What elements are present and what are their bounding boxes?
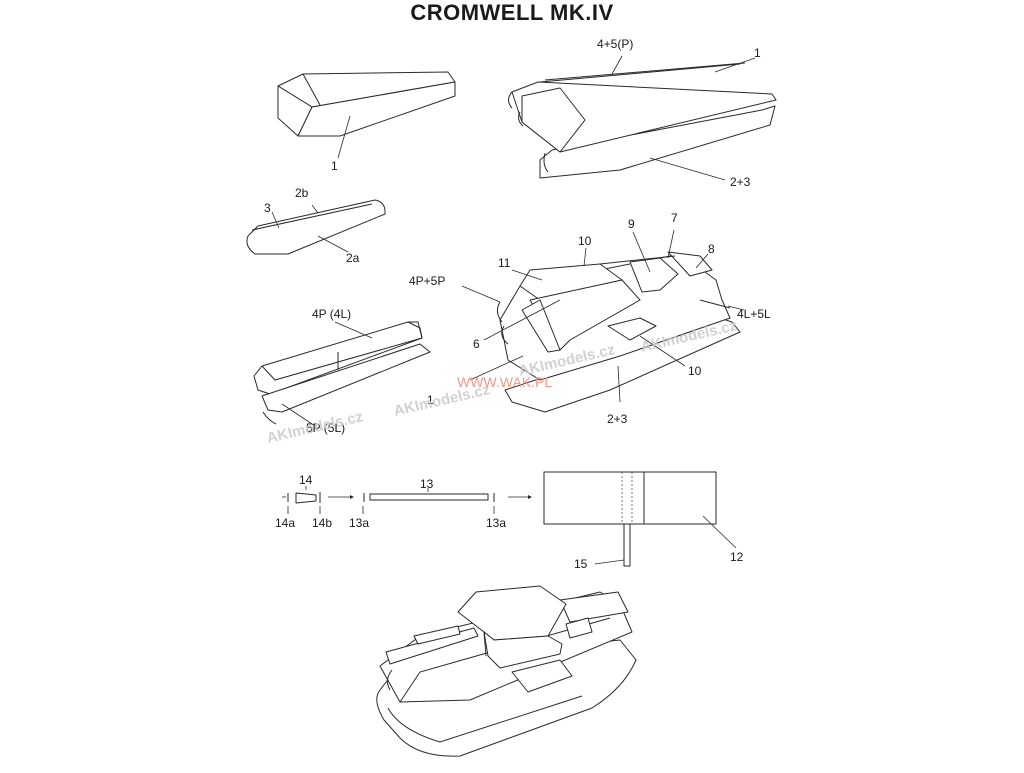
hull-assembly-drawing bbox=[508, 55, 777, 181]
part-1-drawing bbox=[277, 71, 456, 159]
part-2-3-drawing bbox=[246, 199, 386, 255]
label-11: 11 bbox=[498, 256, 511, 270]
watermark-wak: WWW.WAK.PL bbox=[457, 374, 552, 390]
label-13a-1: 13a bbox=[349, 516, 369, 530]
label-2-3-a: 2+3 bbox=[730, 175, 751, 189]
central-hull-drawing bbox=[461, 229, 745, 413]
label-2b: 2b bbox=[295, 186, 309, 200]
label-15: 15 bbox=[574, 557, 588, 571]
label-4-5p: 4+5(P) bbox=[597, 37, 633, 51]
page-title: CROMWELL MK.IV bbox=[410, 0, 614, 25]
gun-barrel-drawing bbox=[282, 486, 532, 514]
label-12: 12 bbox=[730, 550, 744, 564]
label-4p-5p: 4P+5P bbox=[409, 274, 445, 288]
label-1-a: 1 bbox=[331, 159, 338, 173]
label-13a-2: 13a bbox=[486, 516, 506, 530]
part-12-15-drawing bbox=[543, 471, 737, 567]
label-6: 6 bbox=[473, 337, 480, 351]
label-5p-5l: 5P (5L) bbox=[306, 421, 345, 435]
label-1-c: 1 bbox=[427, 393, 434, 407]
label-3: 3 bbox=[264, 201, 271, 215]
completed-tank-drawing bbox=[376, 585, 637, 757]
label-4p-4l: 4P (4L) bbox=[312, 307, 351, 321]
label-4l-5l: 4L+5L bbox=[737, 307, 771, 321]
label-14: 14 bbox=[299, 473, 313, 487]
label-8: 8 bbox=[708, 242, 715, 256]
label-9: 9 bbox=[628, 217, 635, 231]
label-1-b: 1 bbox=[754, 46, 761, 60]
label-2a: 2a bbox=[346, 251, 360, 265]
label-14a: 14a bbox=[275, 516, 295, 530]
part-4-5-drawing bbox=[253, 321, 431, 427]
watermark-1: AKImodels.cz bbox=[265, 408, 365, 447]
label-10-a: 10 bbox=[578, 234, 592, 248]
label-10-b: 10 bbox=[688, 364, 702, 378]
label-7: 7 bbox=[671, 211, 678, 225]
label-2-3-b: 2+3 bbox=[607, 412, 628, 426]
label-13: 13 bbox=[420, 477, 434, 491]
label-14b: 14b bbox=[312, 516, 332, 530]
